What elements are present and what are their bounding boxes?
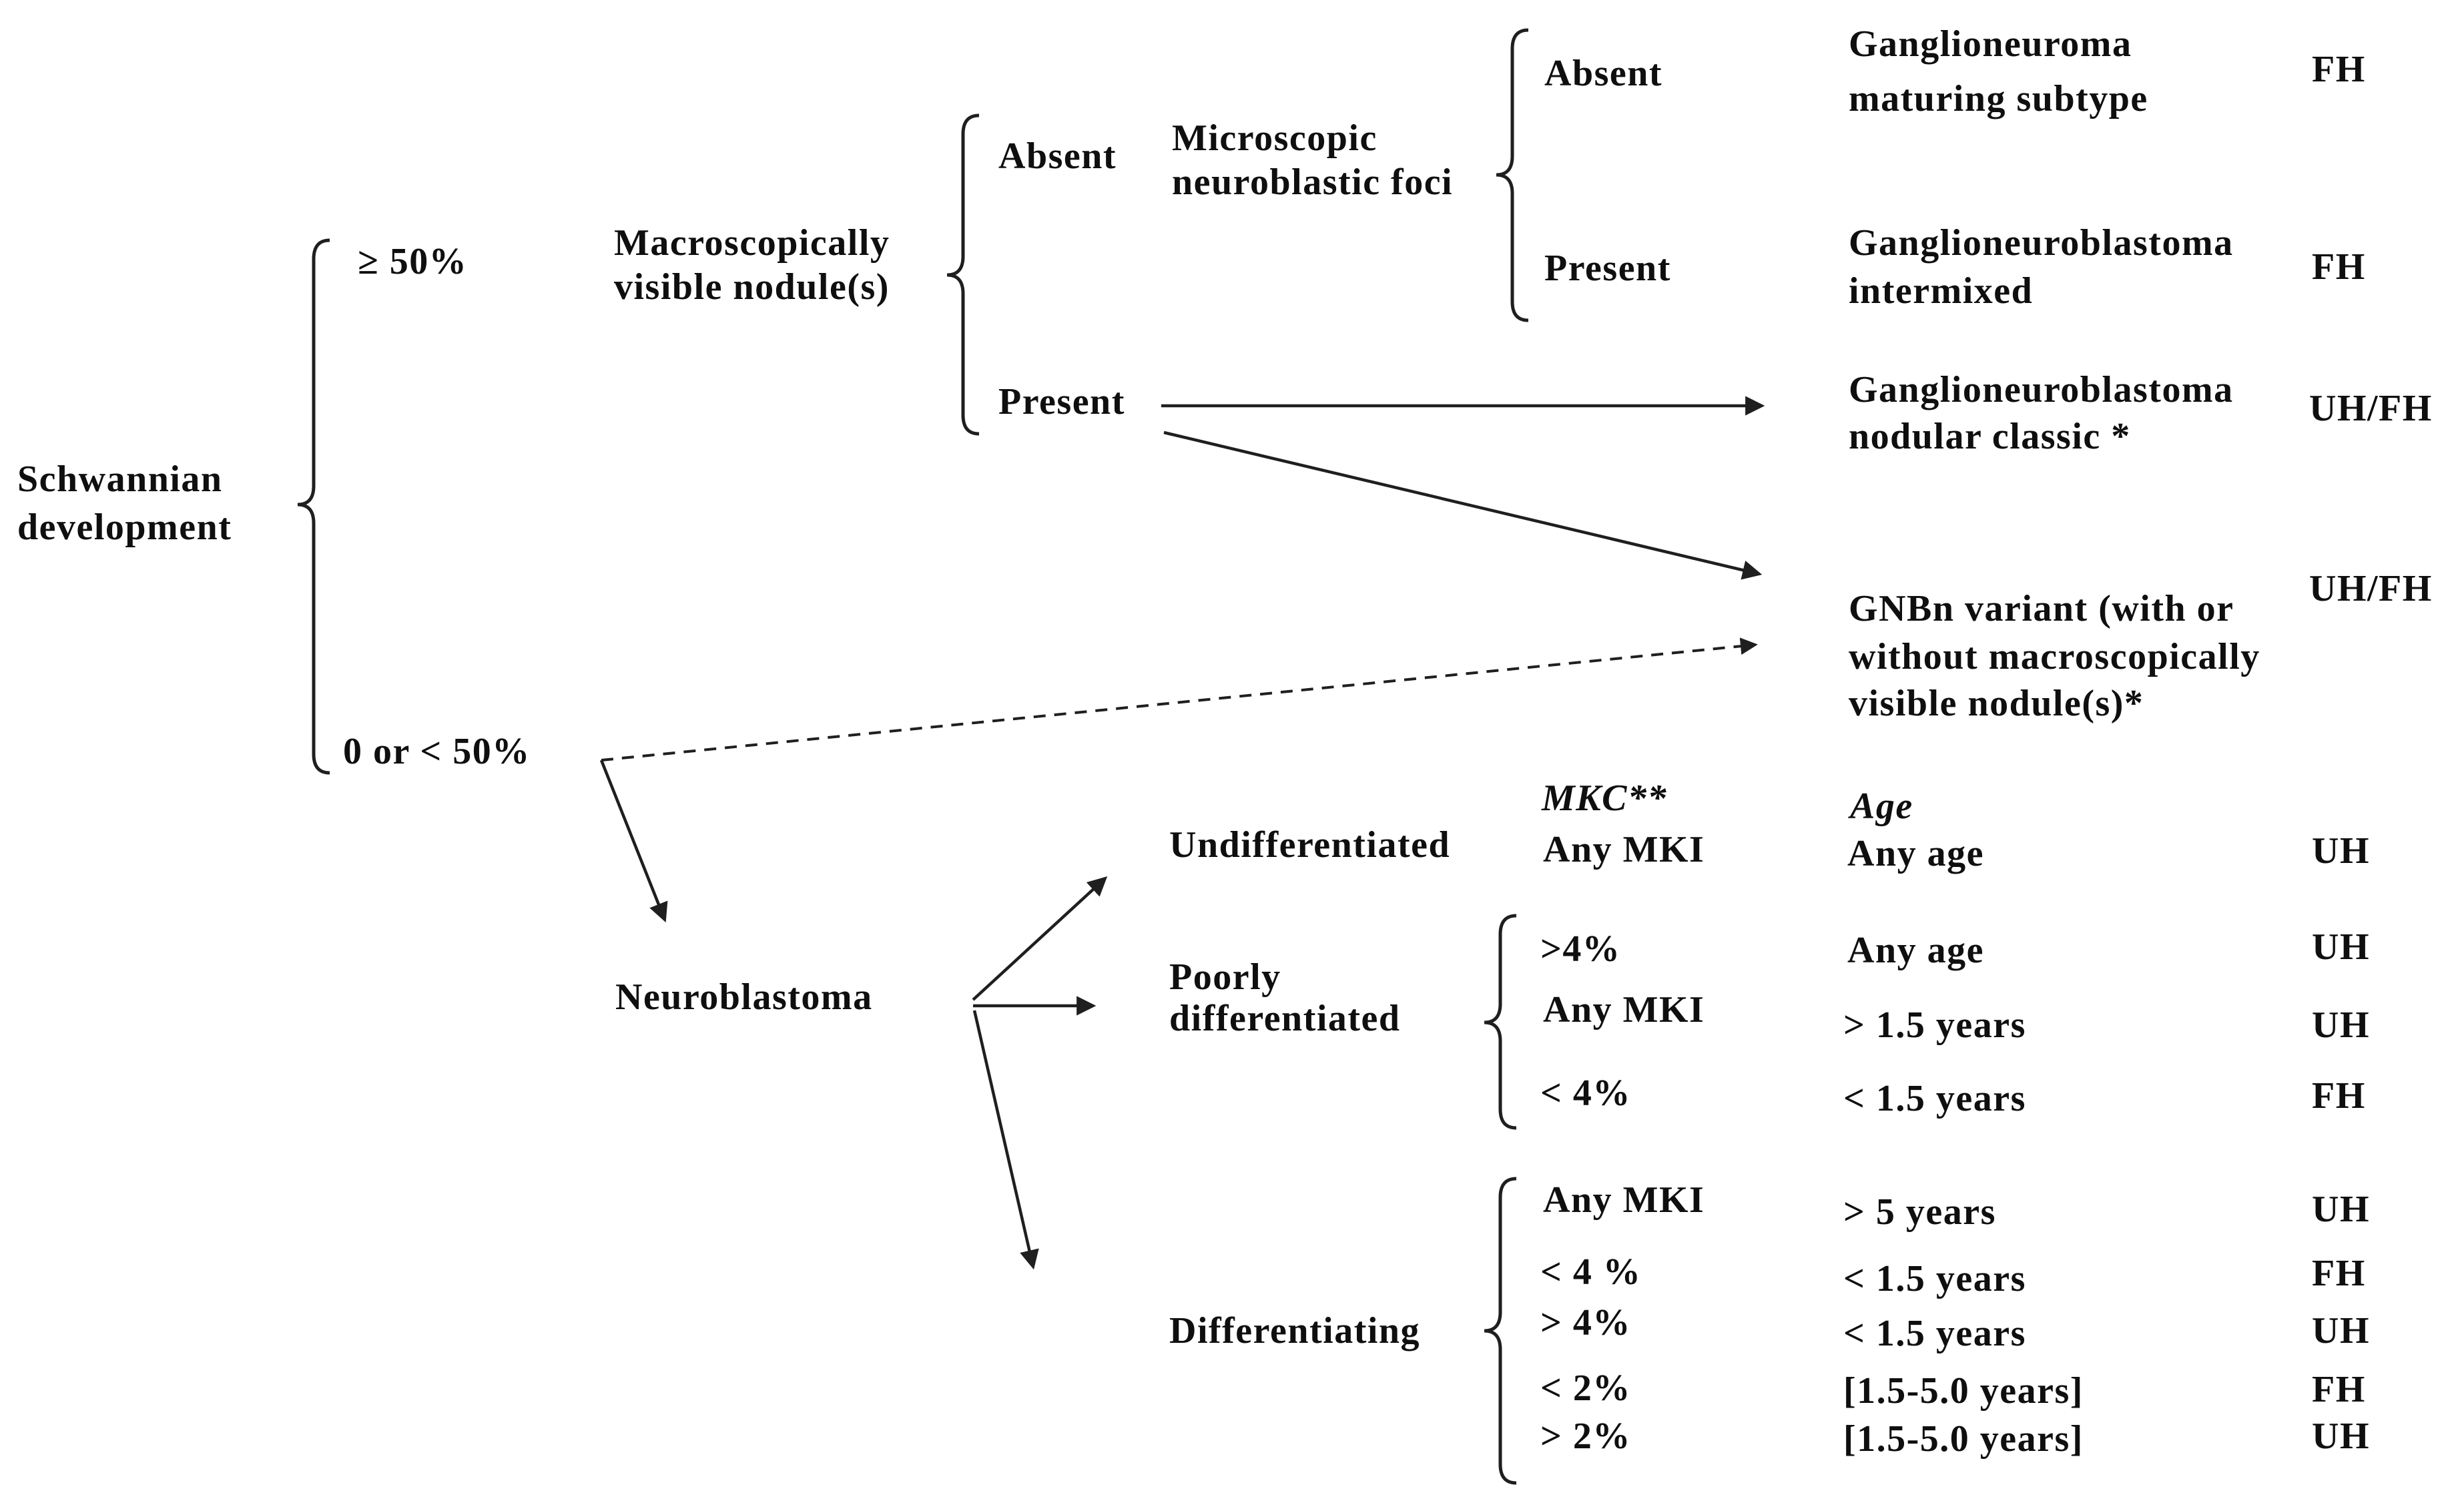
brace-differentiating: [1484, 1177, 1517, 1485]
brace-microscopic-foci: [1496, 28, 1529, 322]
poorly-row-prognosis: UH: [2312, 926, 2370, 968]
differentiating-row-age: [1.5-5.0 years]: [1843, 1418, 2084, 1460]
age-column-header: Age: [1850, 786, 1913, 827]
poorly-row-mki: Any MKI: [1543, 989, 1705, 1030]
foci-absent-label: Absent: [1544, 53, 1663, 94]
arrow-lt50-to-gnbn-variant: [601, 637, 1758, 762]
differentiating-row-mki: < 2%: [1540, 1368, 1631, 1409]
branch-lt50-label: 0 or < 50%: [343, 731, 531, 772]
differentiating-row-prognosis: FH: [2312, 1253, 2366, 1294]
outcome-gnbn-variant-line3: visible nodule(s)*: [1849, 683, 2144, 724]
differentiating-row-prognosis: UH: [2312, 1310, 2370, 1352]
poorly-row-prognosis: UH: [2312, 1004, 2370, 1046]
prognosis-gnb-nodular: UH/FH: [2309, 388, 2433, 429]
poorly-row-prognosis: FH: [2312, 1075, 2366, 1117]
prognosis-ganglioneuroma: FH: [2312, 49, 2366, 90]
outcome-gnb-nodular-line1: Ganglioneuroblastoma: [1849, 369, 2234, 410]
differentiating-row-mki: < 4 %: [1540, 1251, 1642, 1293]
macro-nodule-line1: Macroscopically: [614, 222, 890, 264]
macro-nodule-line2: visible nodule(s): [614, 266, 890, 308]
prognosis-gnbn-variant: UH/FH: [2309, 568, 2433, 609]
mki-column-header: MKC**: [1542, 778, 1667, 819]
differentiating-row-prognosis: FH: [2312, 1369, 2366, 1410]
differentiating-row-mki: > 4%: [1540, 1302, 1631, 1343]
outcome-gnbn-variant-line2: without macroscopically: [1849, 636, 2260, 677]
undifferentiated-prognosis: UH: [2312, 830, 2370, 872]
brace-schwannian-development: [297, 238, 330, 775]
prognosis-gnb-intermixed: FH: [2312, 246, 2366, 288]
macro-absent-label: Absent: [998, 135, 1117, 177]
outcome-gnb-intermixed-line1: Ganglioneuroblastoma: [1849, 222, 2234, 264]
root-label-line1: Schwannian: [17, 459, 223, 500]
branch-ge50-label: ≥ 50%: [358, 241, 468, 282]
outcome-gnbn-variant-line1: GNBn variant (with or: [1849, 588, 2234, 629]
poorly-row-mki: < 4%: [1540, 1073, 1631, 1114]
poorly-row-age: > 1.5 years: [1843, 1004, 2026, 1046]
neuroblastoma-label: Neuroblastoma: [615, 976, 873, 1018]
differentiating-label: Differentiating: [1169, 1310, 1421, 1352]
differentiating-row-age: > 5 years: [1843, 1191, 1996, 1233]
brace-macroscopic-nodules: [946, 113, 980, 436]
brace-poorly-differentiated: [1484, 914, 1517, 1130]
outcome-gnb-nodular-line2: nodular classic *: [1849, 416, 2131, 457]
foci-present-label: Present: [1544, 248, 1671, 289]
poorly-row-age: < 1.5 years: [1843, 1078, 2026, 1119]
differentiating-row-age: < 1.5 years: [1843, 1258, 2026, 1299]
undifferentiated-age: Any age: [1847, 833, 1984, 874]
poorly-row-mki: >4%: [1540, 928, 1621, 970]
outcome-ganglioneuroma-line1: Ganglioneuroma: [1849, 23, 2132, 65]
poorly-differentiated-line2: differentiated: [1169, 998, 1401, 1039]
outcome-gnb-intermixed-line2: intermixed: [1849, 270, 2034, 312]
arrow-present-to-gnbn-variant: [1163, 430, 1763, 580]
root-label-line2: development: [17, 507, 232, 548]
macro-present-label: Present: [998, 381, 1125, 422]
poorly-row-age: Any age: [1847, 930, 1984, 971]
differentiating-row-mki: Any MKI: [1543, 1179, 1705, 1221]
differentiating-row-age: < 1.5 years: [1843, 1313, 2026, 1354]
differentiating-row-prognosis: UH: [2312, 1416, 2370, 1457]
undifferentiated-label: Undifferentiated: [1169, 824, 1451, 866]
differentiating-row-prognosis: UH: [2312, 1189, 2370, 1230]
poorly-differentiated-line1: Poorly: [1169, 956, 1281, 998]
undifferentiated-mki: Any MKI: [1543, 829, 1705, 870]
arrow-neuroblastoma-to-differentiating: [972, 1010, 1039, 1270]
differentiating-row-mki: > 2%: [1540, 1416, 1631, 1457]
arrow-neuroblastoma-to-undifferentiated: [972, 876, 1108, 1001]
micro-foci-line1: Microscopic: [1172, 117, 1377, 159]
arrow-lt50-to-neuroblastoma: [599, 760, 668, 923]
differentiating-row-age: [1.5-5.0 years]: [1843, 1370, 2084, 1412]
micro-foci-line2: neuroblastic foci: [1172, 162, 1454, 203]
outcome-ganglioneuroma-line2: maturing subtype: [1849, 78, 2148, 119]
